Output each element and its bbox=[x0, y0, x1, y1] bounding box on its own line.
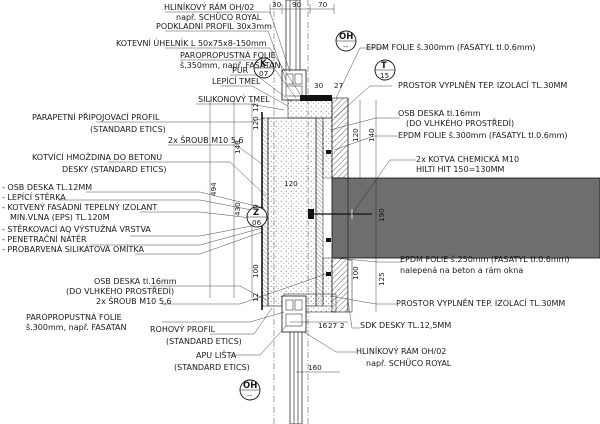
label-angle-profile: KOTEVNÍ ÚHELNÍK L 50x75x8-150mm bbox=[116, 37, 267, 48]
svg-text:06: 06 bbox=[252, 218, 262, 227]
label-epdm-bottom: EPDM FOLIE š.250mm (FASATYL tl.0.6mm) bbox=[400, 254, 570, 264]
dim-160: 160 bbox=[308, 363, 322, 372]
dim-120a: 120 bbox=[251, 116, 260, 130]
label-pur: PUR bbox=[232, 66, 249, 75]
lower-window-frame bbox=[281, 295, 307, 424]
screw-top bbox=[326, 150, 331, 154]
leader-lines bbox=[58, 11, 416, 356]
label-glue-seal: LEPÍCÍ TMEL bbox=[212, 75, 261, 86]
upper-window-frame bbox=[281, 0, 332, 101]
dim-12a: 12 bbox=[251, 103, 260, 112]
label-insul-top: PROSTOR VYPLNĚN TEP. IZOLACÍ TL.30MM bbox=[398, 79, 567, 90]
dim-top-70: 70 bbox=[318, 0, 328, 9]
label-osb-left-bottom: OSB DESKA tl.16mm bbox=[94, 277, 177, 286]
screw-lower bbox=[326, 272, 331, 276]
label-pad-profile: PODKLADNÍ PROFIL 30x3mm bbox=[156, 20, 272, 31]
dim-100a: 100 bbox=[251, 264, 260, 278]
dim-12b: 12 bbox=[251, 293, 260, 302]
osb-board-right bbox=[315, 117, 324, 307]
label-osb-right-top-sub: (DO VLHKÉHO PROSTŘEDÍ) bbox=[406, 117, 514, 128]
label-frame-top: HLINÍKOVÝ RÁM OH/02 bbox=[164, 1, 254, 12]
label-vapour-foil-bottom: PAROPROPUSTNÁ FOLIE bbox=[26, 311, 122, 322]
dim-494: 494 bbox=[209, 182, 218, 196]
svg-text:15: 15 bbox=[380, 71, 389, 80]
dim-27b: 27 bbox=[328, 321, 337, 330]
label-insul-bottom: PROSTOR VYPLNĚN TEP. IZOLACÍ TL.30MM bbox=[396, 297, 565, 308]
dim-30: 30 bbox=[314, 81, 324, 90]
tag-oh-top: OH -- bbox=[335, 30, 357, 52]
label-osb-right-top: OSB DESKA tl.16mm bbox=[398, 109, 481, 118]
label-parapet-profile: PARAPETNÍ PŘIPOJOVACÍ PROFIL bbox=[32, 111, 160, 122]
cavity-insulation-top bbox=[322, 117, 333, 179]
concrete-slab bbox=[331, 177, 600, 259]
svg-text:Z: Z bbox=[253, 208, 259, 218]
label-apu: APU LIŠTA bbox=[196, 349, 237, 360]
label-dowel: KOTVÍCÍ HMOŽDINA DO BETONU bbox=[32, 151, 162, 162]
label-epdm-bottom-sub: nalepená na beton a rám okna bbox=[400, 266, 523, 275]
dim-2: 2 bbox=[340, 321, 345, 330]
label-layer-3-sub: MIN.VLNA (EPS) TL.120M bbox=[10, 213, 110, 222]
label-layer-1: - OSB DESKA TL.12MM bbox=[2, 183, 92, 192]
svg-text:K: K bbox=[260, 59, 267, 69]
svg-text:OH: OH bbox=[339, 32, 353, 42]
tag-k07: K 07 bbox=[253, 57, 275, 79]
label-apu-sub: (STANDARD ETICS) bbox=[174, 363, 250, 372]
label-sdk: SDK DESKY TL.12,5MM bbox=[360, 321, 451, 330]
label-frame-bottom: HLINÍKOVÝ RÁM OH/02 bbox=[356, 345, 446, 356]
label-corner-profile: ROHOVÝ PROFIL bbox=[150, 323, 216, 334]
dim-120-mid: 120 bbox=[284, 179, 298, 188]
label-vapour-foil-bottom-sub: š.300mm, např. FASATAN bbox=[26, 322, 127, 332]
svg-text:OH: OH bbox=[243, 381, 257, 391]
dim-190-right: 190 bbox=[377, 208, 386, 222]
dim-140: 140 bbox=[233, 140, 242, 154]
structure bbox=[261, 0, 600, 424]
label-epdm-top: EPDM FOLIE š.300mm (FASATYL tl.0.6mm) bbox=[366, 42, 536, 52]
label-frame-top-sub: např. SCHÜCO ROYAL bbox=[176, 12, 262, 22]
label-layer-6: - PROBARVENÁ SILIKÁTOVÁ OMÍTKA bbox=[2, 243, 145, 254]
svg-text:--: -- bbox=[247, 391, 253, 400]
label-frame-bottom-sub: např. SCHÜCO ROYAL bbox=[366, 358, 452, 368]
label-osb-left-bottom-sub: (DO VLHKÉHO PROSTŘEDÍ) bbox=[66, 285, 174, 296]
dim-top-30: 30 bbox=[272, 0, 282, 9]
sdk-board bbox=[347, 259, 353, 313]
dim-16: 16 bbox=[318, 321, 328, 330]
dim-140-right: 140 bbox=[367, 128, 376, 142]
svg-text:07: 07 bbox=[259, 69, 268, 78]
label-anchor-sub: HILTI HIT 150=130MM bbox=[416, 165, 504, 174]
dim-top-90: 90 bbox=[292, 0, 302, 9]
detail-tags: OH -- K 07 T 15 Z 06 OH -- bbox=[239, 30, 396, 401]
label-layer-4: - STĚRKOVACÍ AQ VÝSTUŽNÁ VRSTVA bbox=[2, 223, 151, 234]
dim-430: 430 bbox=[233, 202, 242, 216]
label-screw-top: 2x ŠROUB M10 5,6 bbox=[168, 134, 244, 145]
svg-text:--: -- bbox=[343, 42, 349, 51]
label-layer-3: - KOTVENÝ FASÁDNÍ TEPELNÝ IZOLANT bbox=[2, 201, 157, 212]
label-vapour-foil-top: PAROPROPUSTNÁ FOLIE bbox=[180, 49, 276, 60]
dim-125: 125 bbox=[377, 272, 386, 286]
annotation-labels: HLINÍKOVÝ RÁM OH/02 např. SCHÜCO ROYAL P… bbox=[2, 1, 570, 372]
screw-bottom bbox=[326, 238, 331, 242]
tag-oh-bottom: OH -- bbox=[239, 379, 261, 401]
dim-27: 27 bbox=[334, 81, 343, 90]
label-silicone-seal: SILIKONOVÝ TMEL bbox=[198, 93, 270, 104]
svg-text:T: T bbox=[381, 61, 387, 71]
label-screw-bottom: 2x ŠROUB M10 5,6 bbox=[96, 295, 172, 306]
label-corner-profile-sub: (STANDARD ETICS) bbox=[166, 337, 242, 346]
label-epdm-mid: EPDM FOLIE š.300mm (FASATYL tl.0.6mm) bbox=[398, 130, 568, 140]
label-anchor: 2x KOTVA CHEMICKÁ M10 bbox=[416, 153, 519, 164]
label-dowel-sub: DESKY (STANDARD ETICS) bbox=[62, 165, 166, 174]
label-vapour-foil-top-sub: š.350mm, např. FASATAN bbox=[180, 60, 281, 70]
tag-t15: T 15 bbox=[374, 59, 396, 81]
dimensions: 30 90 70 30 27 494 430 140 12 120 190 10… bbox=[209, 0, 386, 373]
dim-120-right: 120 bbox=[351, 128, 360, 142]
dim-100-right: 100 bbox=[351, 266, 360, 280]
label-layer-2: - LEPÍCÍ STĚRKA bbox=[2, 191, 66, 202]
concrete-upper-strip bbox=[331, 97, 349, 179]
label-layer-5: - PENETRAČNÍ NÁTĚR bbox=[2, 233, 87, 244]
tag-z06: Z 06 bbox=[246, 206, 268, 228]
label-parapet-profile-sub: (STANDARD ETICS) bbox=[90, 125, 166, 134]
